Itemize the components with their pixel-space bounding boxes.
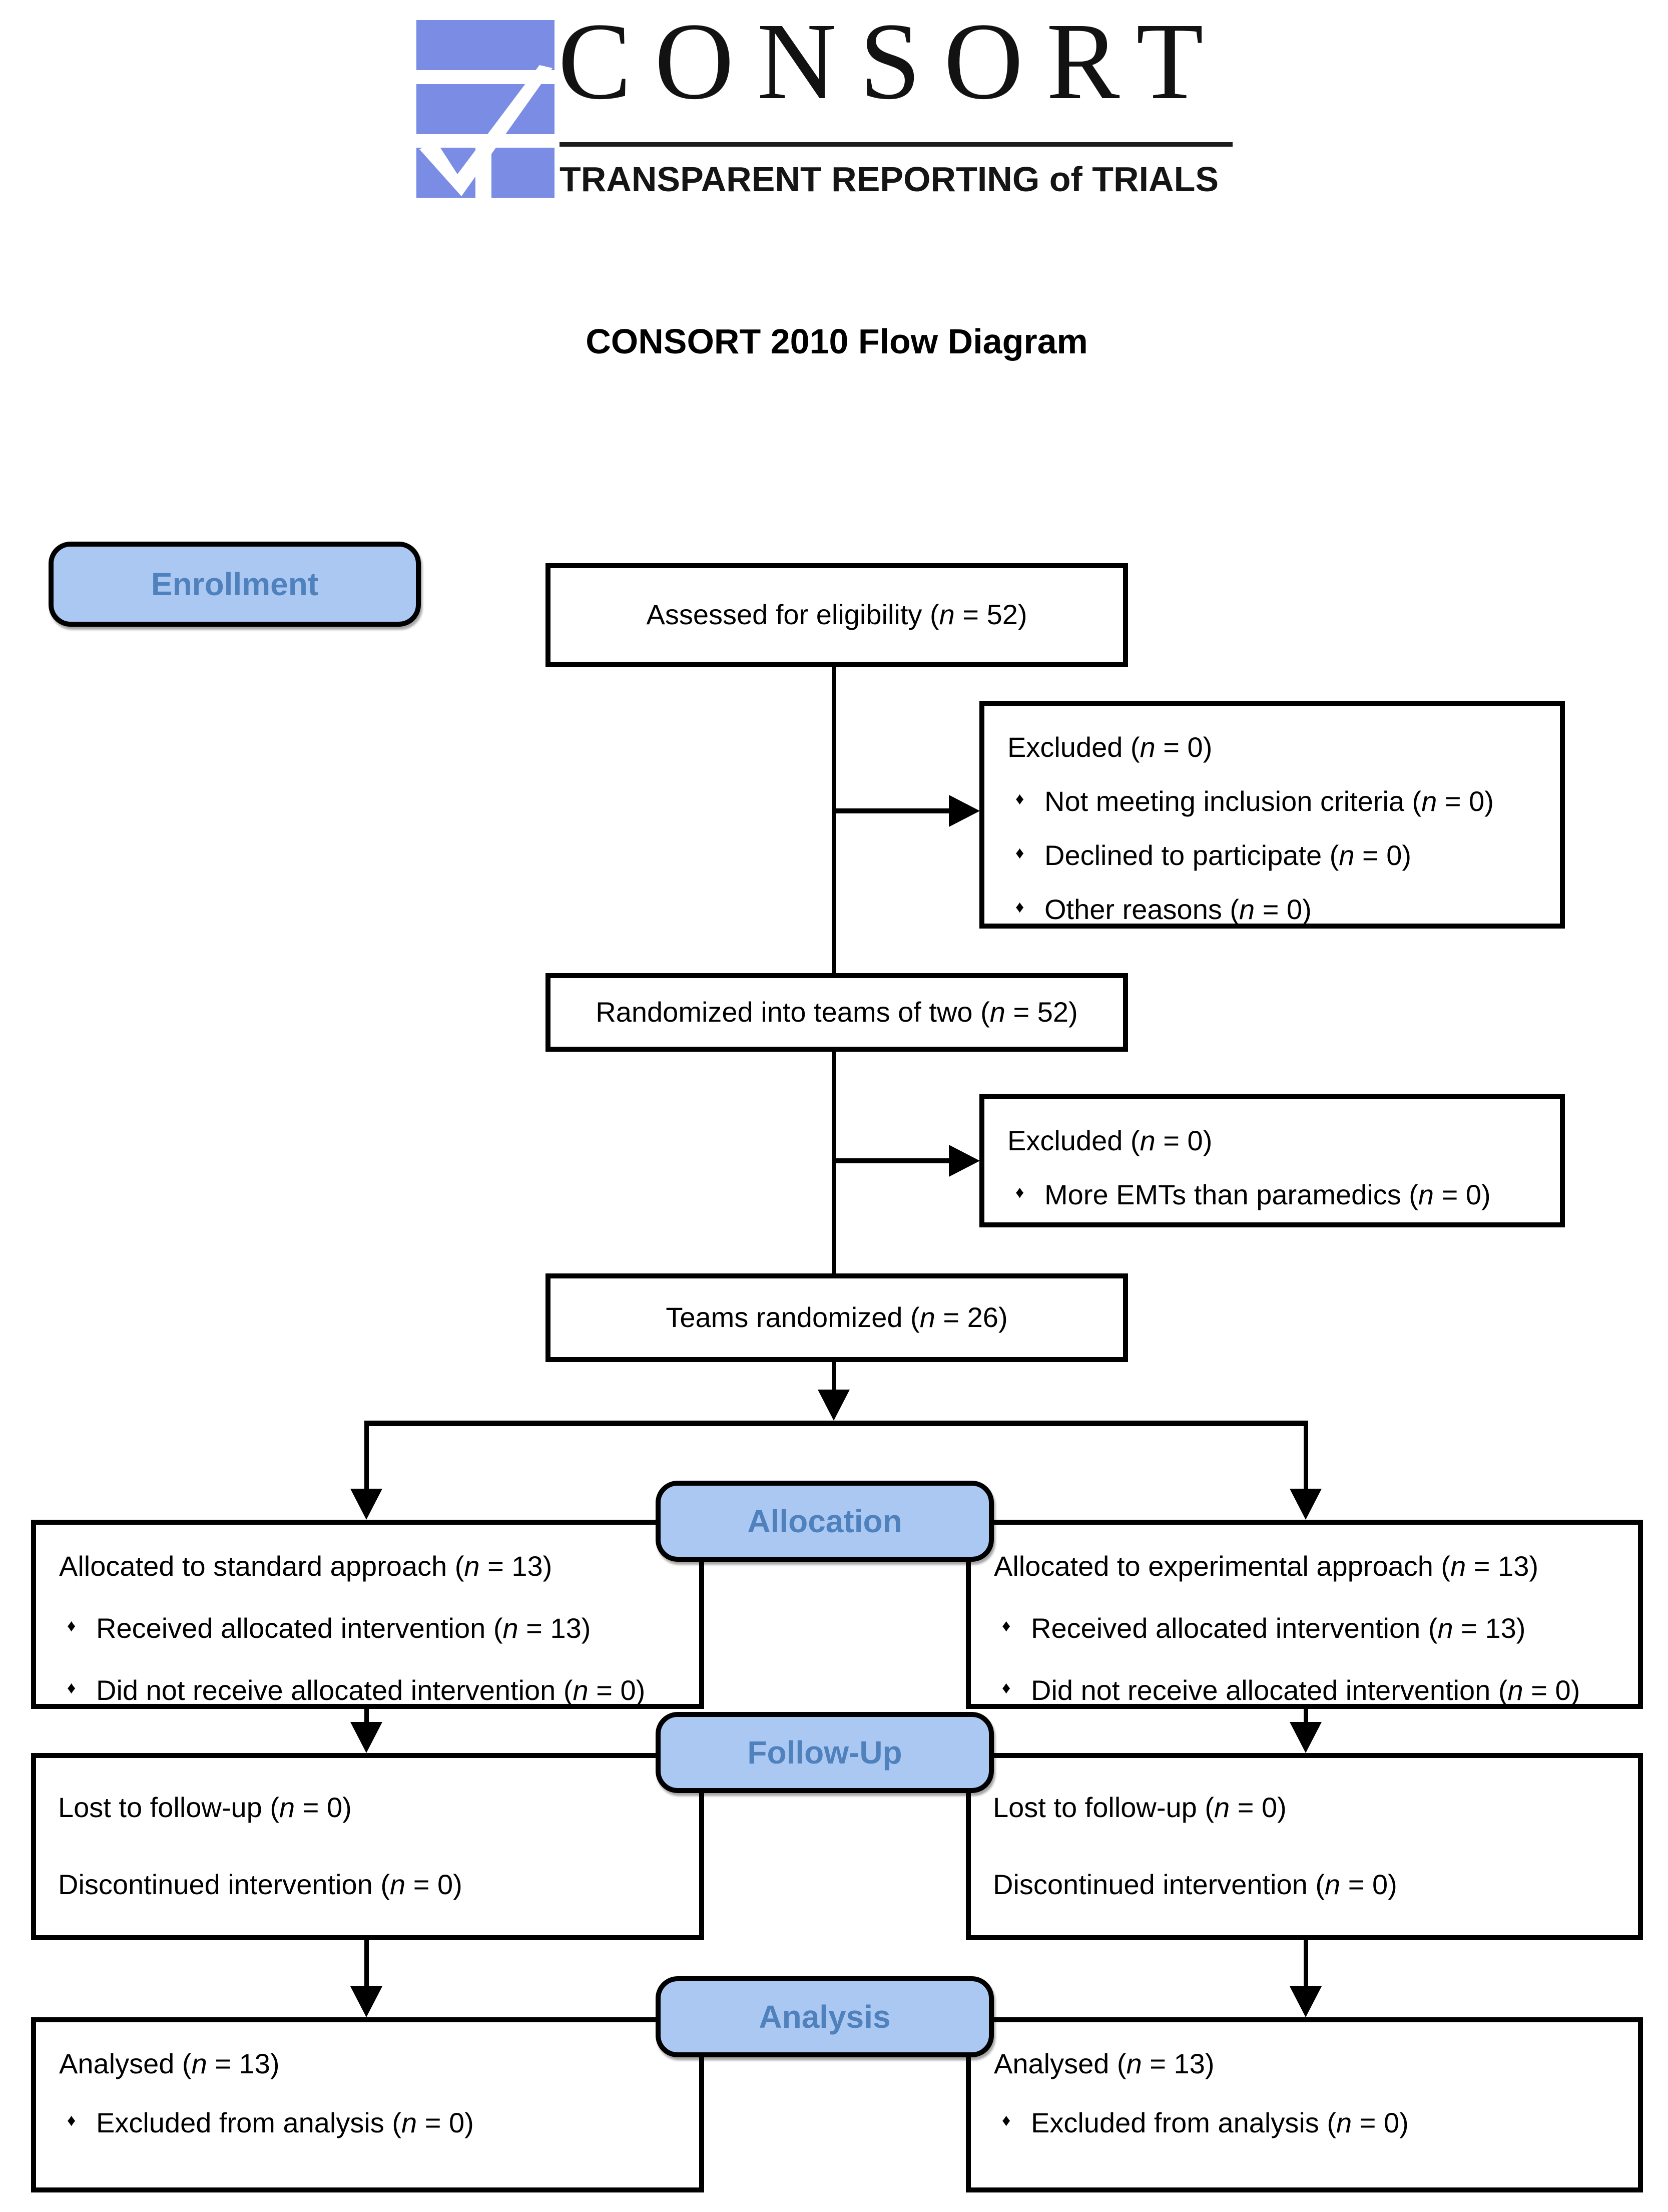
list-item: Did not receive allocated intervention (… <box>59 1674 681 1707</box>
logo-square-top <box>416 20 554 70</box>
list-item: Declined to participate (n = 0) <box>1007 839 1542 872</box>
arrowhead-followup-standard <box>350 1722 382 1753</box>
stage-follow-up-label: Follow-Up <box>747 1734 902 1771</box>
logo-tagline: TRANSPARENT REPORTING of TRIALS <box>560 160 1219 199</box>
box-allocated-experimental-items: Received allocated intervention (n = 13)… <box>994 1612 1620 1707</box>
stage-allocation-label: Allocation <box>747 1503 902 1539</box>
arrowhead-excluded-enrollment <box>949 795 980 827</box>
page-title: CONSORT 2010 Flow Diagram <box>586 322 1088 361</box>
connector-followup-to-analysis-experimental <box>1304 1940 1308 1987</box>
stage-enrollment: Enrollment <box>49 542 421 627</box>
connector-teams-to-branch <box>832 1362 836 1391</box>
logo-wordmark: CONSORT <box>558 0 1227 122</box>
list-item: Received allocated intervention (n = 13) <box>994 1612 1620 1645</box>
list-item: Not meeting inclusion criteria (n = 0) <box>1007 785 1542 818</box>
arrowhead-allocated-standard <box>350 1489 382 1520</box>
box-excluded-enrollment-items: Not meeting inclusion criteria (n = 0) De… <box>1007 785 1542 926</box>
box-excluded-enrollment-title: Excluded (n = 0) <box>1007 731 1213 763</box>
box-allocated-standard: Allocated to standard approach (n = 13) … <box>31 1520 704 1709</box>
logo-square-bottom-right <box>491 148 554 198</box>
box-assessed-text: Assessed for eligibility (n = 52) <box>646 599 1027 631</box>
box-allocated-experimental: Allocated to experimental approach (n = … <box>966 1520 1643 1709</box>
box-teams-randomized-text: Teams randomized (n = 26) <box>666 1301 1008 1334</box>
logo-check-stroke <box>419 65 552 196</box>
arrowhead-allocated-experimental <box>1290 1489 1322 1520</box>
connector-branch-to-standard <box>364 1426 369 1490</box>
box-followup-standard: Lost to follow-up (n = 0) Discontinued in… <box>31 1753 704 1940</box>
box-analysed-standard: Analysed (n = 13) Excluded from analysis… <box>31 2017 704 2192</box>
box-assessed-for-eligibility: Assessed for eligibility (n = 52) <box>545 563 1128 667</box>
box-followup-standard-lines: Lost to follow-up (n = 0) Discontinued in… <box>58 1791 681 1901</box>
consort-logo-checkmark-icon <box>416 20 554 198</box>
box-analysed-standard-title: Analysed (n = 13) <box>59 2048 280 2079</box>
list-item: Excluded from analysis (n = 0) <box>994 2106 1620 2139</box>
arrowhead-excluded-randomization <box>949 1145 980 1177</box>
box-analysed-experimental: Analysed (n = 13) Excluded from analysis… <box>966 2017 1643 2192</box>
list-item: Received allocated intervention (n = 13) <box>59 1612 681 1645</box>
list-item: Lost to follow-up (n = 0) <box>993 1792 1287 1823</box>
box-excluded-randomization-items: More EMTs than paramedics (n = 0) <box>1007 1178 1542 1211</box>
stage-analysis-label: Analysis <box>759 1999 891 2035</box>
stage-allocation: Allocation <box>656 1481 994 1562</box>
list-item: Discontinued intervention (n = 0) <box>58 1869 462 1901</box>
connector-assessed-to-randomized <box>832 667 836 973</box>
box-analysed-experimental-items: Excluded from analysis (n = 0) <box>994 2106 1620 2139</box>
box-excluded-randomization-title: Excluded (n = 0) <box>1007 1125 1213 1156</box>
list-item: Discontinued intervention (n = 0) <box>993 1869 1397 1901</box>
box-followup-experimental-lines: Lost to follow-up (n = 0) Discontinued in… <box>993 1791 1620 1901</box>
box-allocated-experimental-title: Allocated to experimental approach (n = … <box>994 1550 1538 1582</box>
connector-experimental-to-followup <box>1304 1709 1308 1723</box>
connector-followup-to-analysis-standard <box>364 1940 369 1987</box>
stage-enrollment-label: Enrollment <box>151 566 319 602</box>
list-item: Excluded from analysis (n = 0) <box>59 2106 681 2139</box>
arrowhead-branch-bar <box>818 1390 850 1421</box>
list-item: Lost to follow-up (n = 0) <box>58 1792 352 1823</box>
connector-branch-to-experimental <box>1304 1426 1308 1490</box>
connector-to-excluded-randomization <box>834 1158 951 1163</box>
branch-bar <box>364 1421 1308 1426</box>
list-item: Other reasons (n = 0) <box>1007 893 1542 926</box>
list-item: Did not receive allocated intervention (… <box>994 1674 1620 1707</box>
arrowhead-analysis-experimental <box>1290 1986 1322 2017</box>
box-randomized-text: Randomized into teams of two (n = 52) <box>596 996 1078 1028</box>
box-allocated-standard-title: Allocated to standard approach (n = 13) <box>59 1550 552 1582</box>
box-followup-experimental: Lost to follow-up (n = 0) Discontinued in… <box>966 1753 1643 1940</box>
stage-follow-up: Follow-Up <box>656 1712 994 1793</box>
connector-standard-to-followup <box>364 1709 369 1723</box>
box-analysed-standard-items: Excluded from analysis (n = 0) <box>59 2106 681 2139</box>
box-allocated-standard-items: Received allocated intervention (n = 13)… <box>59 1612 681 1707</box>
box-analysed-experimental-title2: Analysed (n = 13) <box>994 2048 1215 2079</box>
box-excluded-randomization: Excluded (n = 0) More EMTs than paramedi… <box>979 1094 1565 1227</box>
list-item: More EMTs than paramedics (n = 0) <box>1007 1178 1542 1211</box>
box-teams-randomized: Teams randomized (n = 26) <box>545 1273 1128 1362</box>
box-excluded-enrollment: Excluded (n = 0) Not meeting inclusion c… <box>979 701 1565 929</box>
connector-to-excluded-enrollment <box>834 808 951 813</box>
box-randomized: Randomized into teams of two (n = 52) <box>545 973 1128 1052</box>
logo-divider <box>560 142 1233 147</box>
arrowhead-analysis-standard <box>350 1986 382 2017</box>
arrowhead-followup-experimental <box>1290 1722 1322 1753</box>
stage-analysis: Analysis <box>656 1976 994 2057</box>
